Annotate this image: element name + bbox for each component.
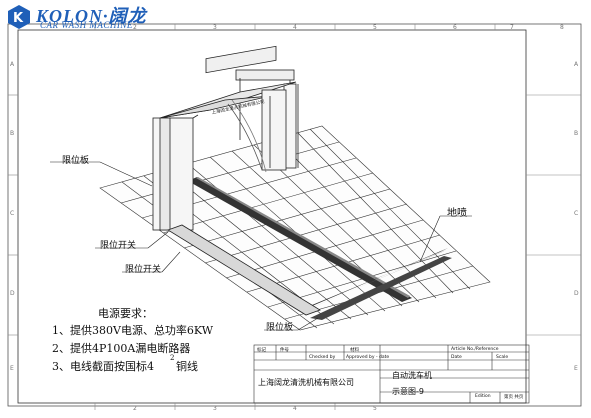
svg-text:K: K: [13, 11, 24, 26]
power-requirement-item: 1、提供380V电源、总功率6KW: [52, 324, 214, 337]
col-label: 5: [373, 405, 377, 412]
col-label: 8: [560, 24, 564, 31]
row-label: D: [10, 290, 15, 297]
tb-approved-by: Approved by - date: [346, 355, 390, 360]
tb-scale-label: Scale: [496, 355, 509, 360]
outer-border: [7, 23, 582, 407]
tb-product: 自动洗车机: [392, 371, 432, 380]
tb-company: 上海阔龙清洗机械有限公司: [258, 378, 354, 387]
tb-sheet-label: 第页 共页: [504, 395, 524, 400]
col-label: 2: [133, 405, 137, 412]
power-requirement-item: 铜线: [176, 360, 198, 373]
callout-limit-plate: 限位板: [266, 323, 294, 333]
callout-limit-switch: 限位开关: [125, 265, 162, 275]
row-label: E: [10, 365, 14, 372]
col-label: 4: [293, 405, 297, 412]
tb-edition-label: Edition: [475, 394, 491, 399]
tb-checked-by: Checked by: [309, 355, 336, 360]
col-label: 6: [453, 24, 457, 31]
row-label: C: [574, 210, 578, 217]
tb-material-label: 材料: [350, 348, 359, 353]
row-label: D: [574, 290, 579, 297]
gantry-machine: [152, 45, 321, 316]
tb-mark-label: 标记: [257, 348, 266, 353]
title-block: [253, 344, 530, 404]
power-requirements-title: 电源要求：: [98, 307, 153, 320]
col-label: 3: [213, 24, 217, 31]
callout-limit-switch: 限位开关: [100, 241, 137, 251]
col-label: 7: [510, 24, 514, 31]
row-label: C: [10, 210, 14, 217]
tb-count-label: 件号: [280, 348, 289, 353]
row-label: A: [574, 61, 579, 68]
superscript: 2: [170, 354, 175, 362]
gantry-sign-plate: [205, 45, 277, 74]
col-label: 5: [373, 24, 377, 31]
col-label: 4: [293, 24, 297, 31]
tb-drawing-no: 示意图-9: [392, 387, 424, 396]
row-label: B: [10, 130, 14, 137]
power-requirement-item: 3、电线截面按国标4: [52, 360, 154, 373]
col-label: 3: [213, 405, 217, 412]
callout-limit-plate: 限位板: [62, 156, 90, 166]
callout-ground-spray: 地喷: [447, 208, 467, 219]
row-label: B: [574, 130, 578, 137]
ground-spray-bars: [188, 177, 452, 320]
brand-name: KOLON·阔龙: [36, 6, 147, 26]
brand-tagline: CAR WASH MACHINE: [40, 20, 133, 30]
col-label: 2: [133, 24, 137, 31]
tb-article-no: Article No./Reference: [451, 347, 499, 352]
tb-date-label: Date: [451, 355, 462, 360]
row-label: E: [574, 365, 578, 372]
power-requirement-item: 2、提供4P100A漏电断路器: [52, 342, 191, 355]
row-label: A: [10, 61, 15, 68]
callout-leaders: [50, 161, 472, 331]
kolon-logo-icon: K: [8, 5, 30, 29]
